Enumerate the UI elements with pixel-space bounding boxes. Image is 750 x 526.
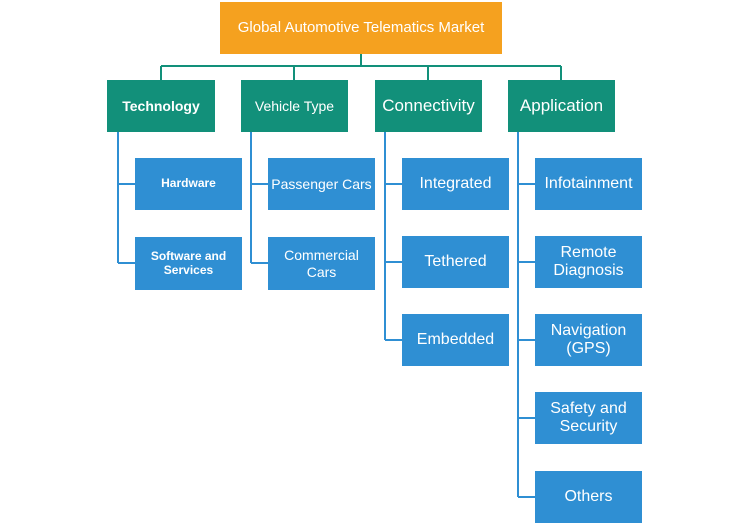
item-tethered: Tethered [402,236,509,288]
item-hardware: Hardware [135,158,242,210]
root-label: Global Automotive Telematics Market [237,19,485,37]
item-integrated: Integrated [402,158,509,210]
item-label: Embedded [416,330,495,348]
category-label: Technology [122,97,200,114]
item-others: Others [535,471,642,523]
item-navigation-gps: Navigation (GPS) [535,314,642,366]
item-label: Others [564,487,613,505]
item-embedded: Embedded [402,314,509,366]
item-label: Tethered [424,252,487,270]
item-passenger-cars: Passenger Cars [268,158,375,210]
item-commercial-cars: Commercial Cars [268,237,375,290]
category-label: Connectivity [382,96,475,116]
category-label: Application [519,96,604,116]
category-connectivity: Connectivity [375,80,482,132]
category-application: Application [508,80,615,132]
item-label: Hardware [161,176,216,191]
item-remote-diagnosis: Remote Diagnosis [535,236,642,288]
item-label: Infotainment [544,174,633,192]
item-label: Safety and Security [550,399,627,435]
category-vehicle-type: Vehicle Type [241,80,348,132]
item-software-and-services: Software and Services [135,237,242,290]
item-label: Navigation (GPS) [550,321,627,357]
item-safety-and-security: Safety and Security [535,392,642,444]
category-technology: Technology [107,80,215,132]
root-node: Global Automotive Telematics Market [220,2,502,54]
item-label: Passenger Cars [271,175,372,192]
item-label: Software and Services [150,248,227,277]
category-label: Vehicle Type [254,97,335,114]
item-label: Remote Diagnosis [553,243,624,279]
item-infotainment: Infotainment [535,158,642,210]
item-label: Commercial Cars [284,247,359,280]
item-label: Integrated [419,174,492,192]
